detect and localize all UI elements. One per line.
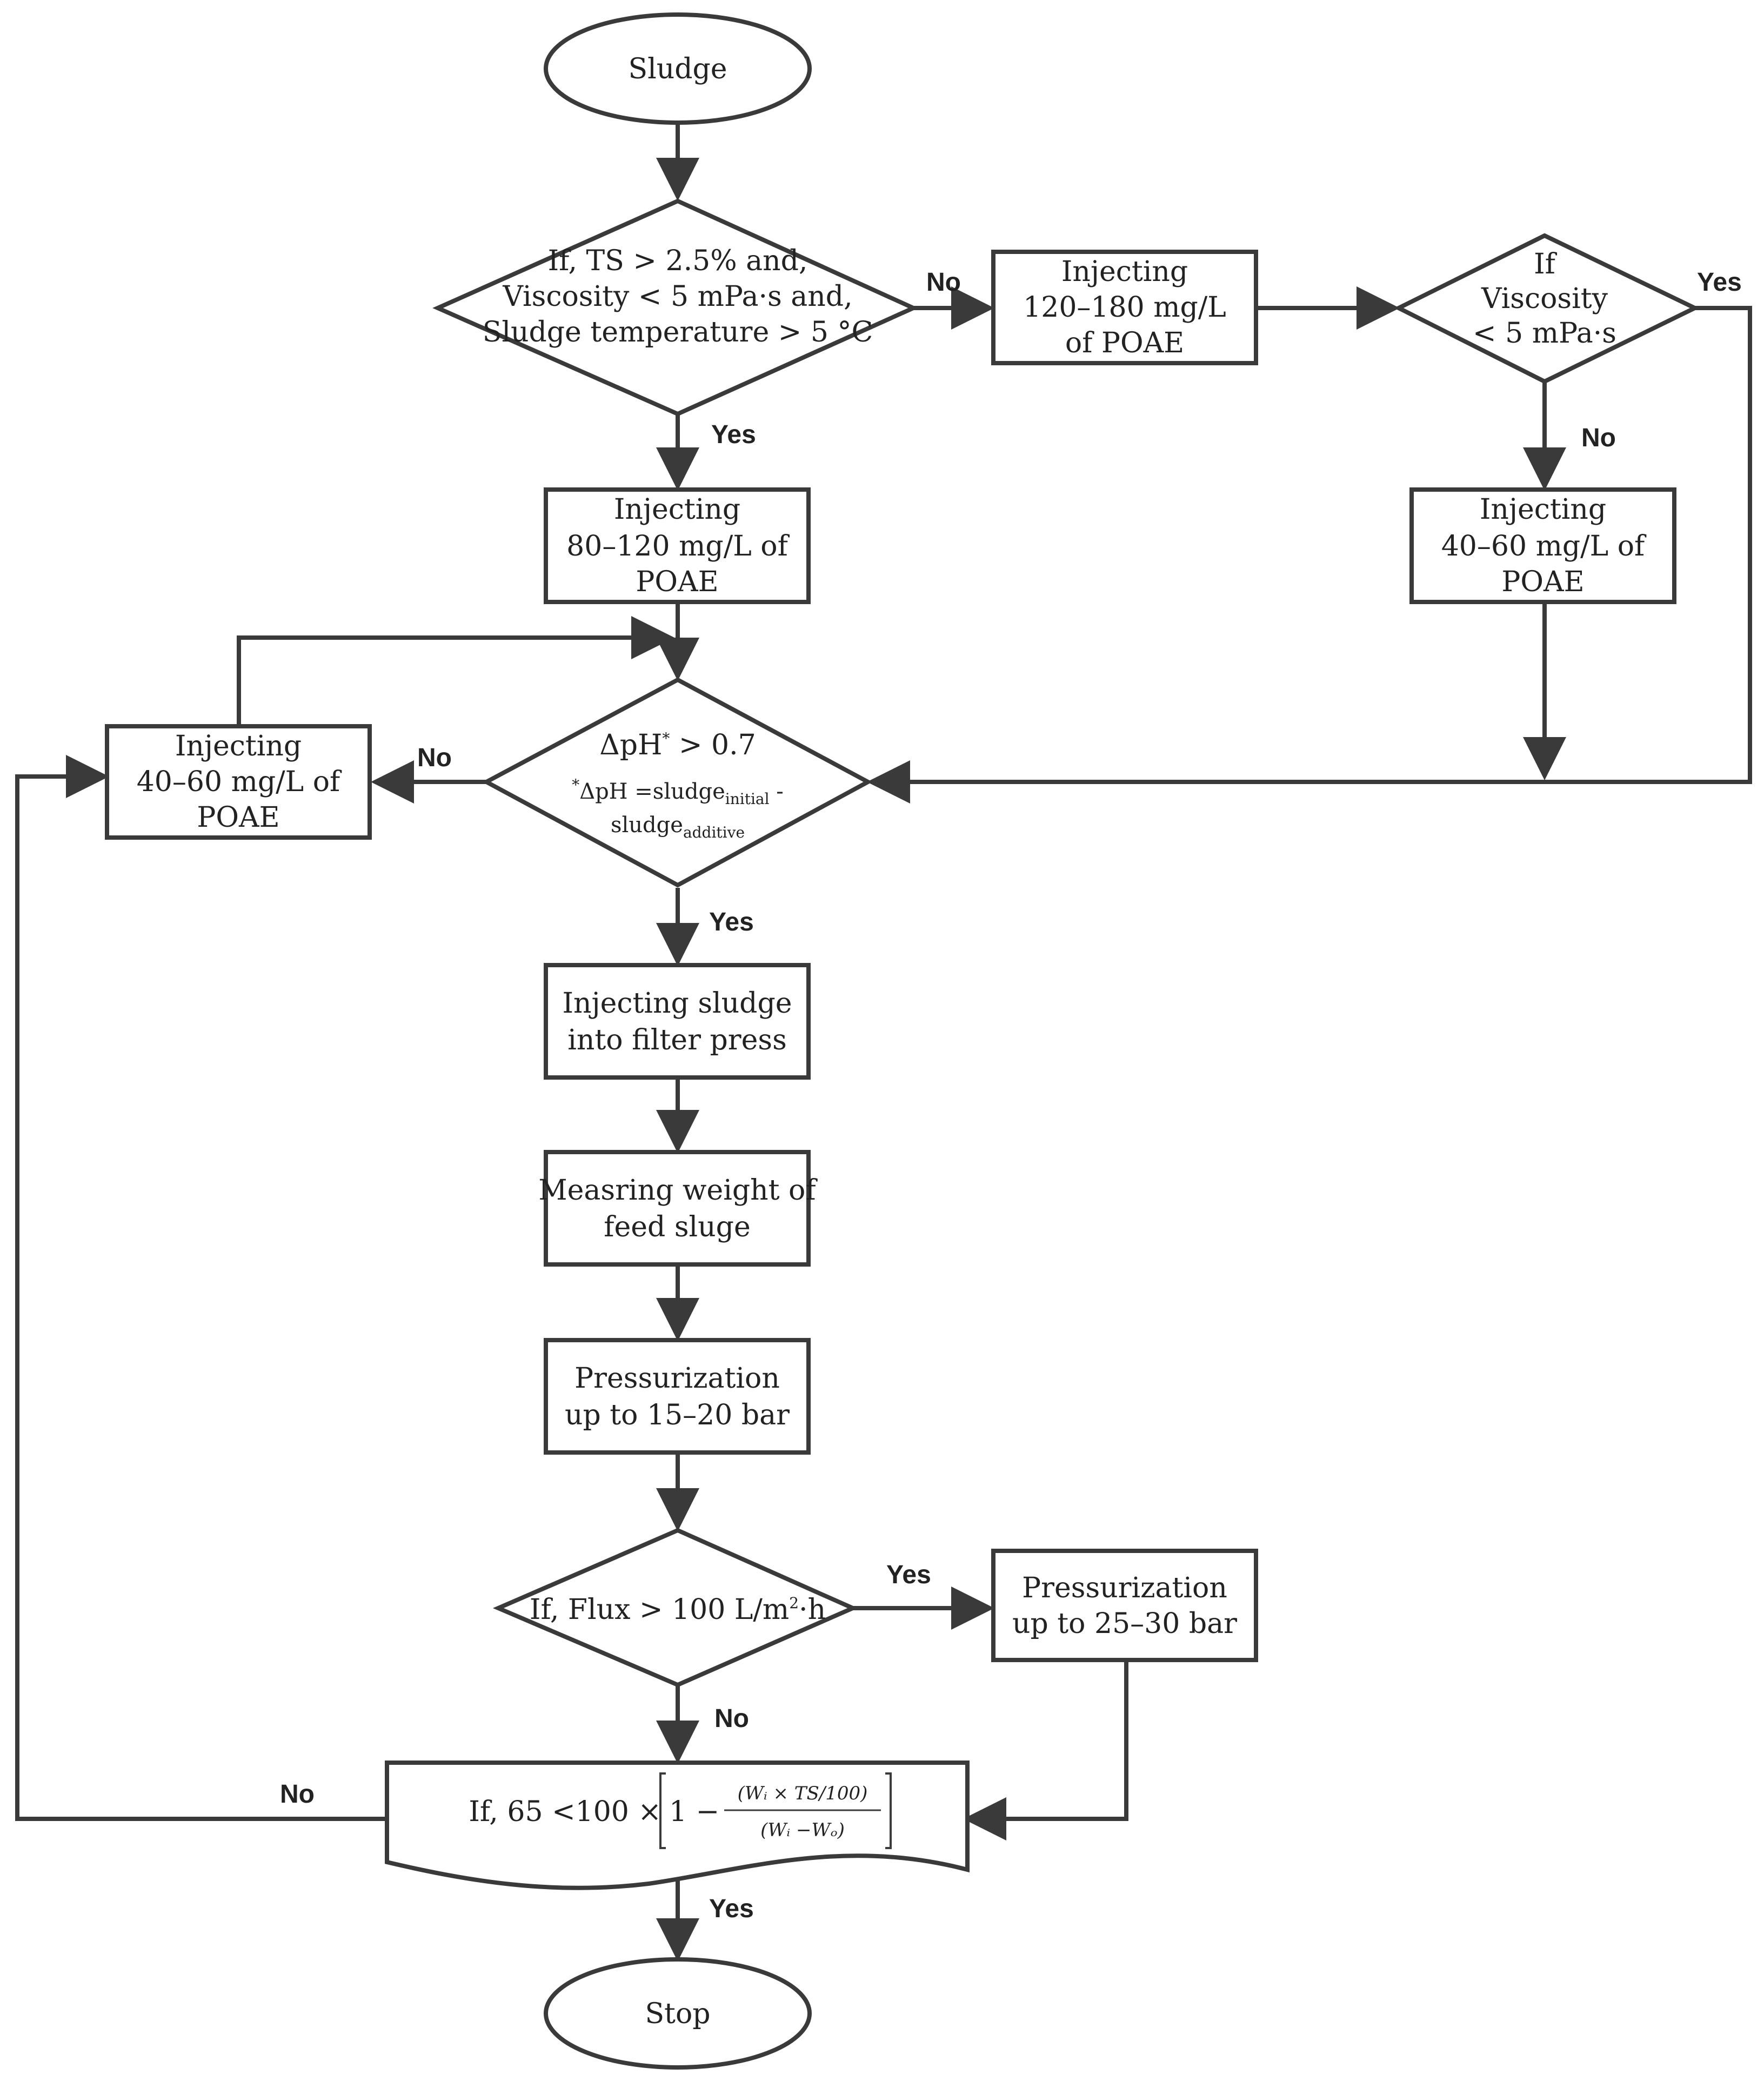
decision-ph-note-line-2: sludgeadditive	[611, 813, 745, 841]
decision-viscosity-line-3: < 5 mPa·s	[1473, 317, 1616, 350]
node-inject-40-60-right: Injecting 40–60 mg/L of POAE	[1409, 487, 1676, 604]
inject-40-left-line-1: Injecting	[175, 730, 302, 762]
measure-line-2: feed sluge	[604, 1211, 750, 1243]
node-start-text: Sludge	[628, 53, 727, 85]
inject-120-line-1: Injecting	[1061, 256, 1188, 288]
decision-ph-main: ΔpH* > 0.7	[599, 729, 756, 761]
decision-flux-text: If, Flux > 100 L/m2·h	[530, 1594, 826, 1626]
node-inject-filter-press: Injecting sludge into filter press	[544, 963, 811, 1080]
inject-80-line-2: 80–120 mg/L of	[566, 530, 790, 563]
label-conditions-yes: Yes	[711, 420, 756, 449]
formula-one-minus: 1 −	[669, 1796, 719, 1828]
formula-left-bracket	[659, 1772, 666, 1849]
node-inject-40-60-left: Injecting 40–60 mg/L of POAE	[105, 724, 372, 840]
decision-conditions-line-1: If, TS > 2.5% and,	[548, 245, 808, 277]
decision-viscosity-line-2: Viscosity	[1481, 283, 1608, 315]
label-ph-yes: Yes	[709, 908, 754, 936]
decision-viscosity-line-1: If	[1534, 248, 1558, 280]
node-decision-conditions: If, TS > 2.5% and, Viscosity < 5 mPa·s a…	[432, 198, 919, 417]
label-formula-no: No	[280, 1780, 315, 1809]
decision-ph-note-line-1: *ΔpH =sludgeinitial -	[572, 776, 784, 808]
filter-press-line-2: into filter press	[567, 1024, 787, 1056]
node-inject-80-120: Injecting 80–120 mg/L of POAE	[544, 487, 811, 604]
label-flux-yes: Yes	[886, 1561, 931, 1589]
inject-40-right-line-1: Injecting	[1480, 493, 1606, 526]
node-start: Sludge	[544, 12, 812, 125]
node-stop-text: Stop	[645, 1998, 710, 2030]
formula-prefix: If, 65 <100 ×	[469, 1796, 662, 1828]
label-formula-yes: Yes	[709, 1895, 754, 1923]
edge-pressurize-25-to-formula	[963, 1660, 1128, 1840]
edges	[15, 124, 1752, 1962]
inject-40-left-line-3: POAE	[197, 801, 279, 834]
node-measure-weight: Measring weight of feed sluge	[538, 1150, 818, 1267]
node-decision-flux: If, Flux > 100 L/m2·h	[492, 1528, 858, 1688]
decision-conditions-line-2: Viscosity < 5 mPa·s and,	[502, 280, 852, 313]
node-decision-formula: If, 65 <100 × 1 − (Wᵢ × TS/100) (Wᵢ −Wₒ)	[385, 1761, 970, 1890]
inject-40-left-line-2: 40–60 mg/L of	[137, 766, 342, 798]
edge-formula-no-loop-to-inject-40-left	[15, 755, 387, 1821]
pressurize-15-line-1: Pressurization	[574, 1362, 780, 1395]
node-decision-viscosity: If Viscosity < 5 mPa·s	[1394, 233, 1700, 384]
edge-labels: No Yes Yes No No Yes Yes No No Yes	[280, 268, 1742, 1923]
label-flux-no: No	[714, 1704, 749, 1733]
formula-right-bracket	[885, 1772, 892, 1849]
pressurize-15-line-2: up to 15–20 bar	[565, 1399, 790, 1431]
node-pressurize-25-30: Pressurization up to 25–30 bar	[991, 1549, 1258, 1662]
inject-80-line-1: Injecting	[614, 493, 740, 526]
node-inject-120-180: Injecting 120–180 mg/L of POAE	[991, 250, 1258, 365]
inject-80-line-3: POAE	[636, 566, 718, 598]
measure-line-1: Measring weight of	[538, 1174, 818, 1207]
pressurize-25-line-1: Pressurization	[1022, 1572, 1227, 1604]
inject-120-line-2: 120–180 mg/L	[1023, 291, 1226, 324]
label-ph-no: No	[417, 744, 452, 772]
filter-press-line-1: Injecting sludge	[562, 987, 792, 1020]
formula-numerator: (Wᵢ × TS/100)	[738, 1783, 868, 1804]
label-conditions-no: No	[926, 268, 961, 297]
edge-viscosity-yes-to-ph	[867, 306, 1752, 804]
node-stop: Stop	[544, 1957, 812, 2070]
decision-conditions-line-3: Sludge temperature > 5 °C	[483, 316, 873, 349]
label-viscosity-no: No	[1581, 424, 1616, 452]
pressurize-25-line-2: up to 25–30 bar	[1012, 1608, 1237, 1640]
label-viscosity-yes: Yes	[1697, 268, 1742, 297]
inject-120-line-3: of POAE	[1065, 327, 1184, 359]
inject-40-right-line-3: POAE	[1501, 566, 1584, 598]
node-pressurize-15-20: Pressurization up to 15–20 bar	[544, 1338, 811, 1455]
formula-denominator: (Wᵢ −Wₒ)	[760, 1819, 845, 1841]
edge-inject-40-left-loop-to-ph	[237, 616, 674, 726]
inject-40-right-line-2: 40–60 mg/L of	[1441, 530, 1647, 563]
node-decision-ph: ΔpH* > 0.7 *ΔpH =sludgeinitial - sludgea…	[482, 677, 873, 888]
